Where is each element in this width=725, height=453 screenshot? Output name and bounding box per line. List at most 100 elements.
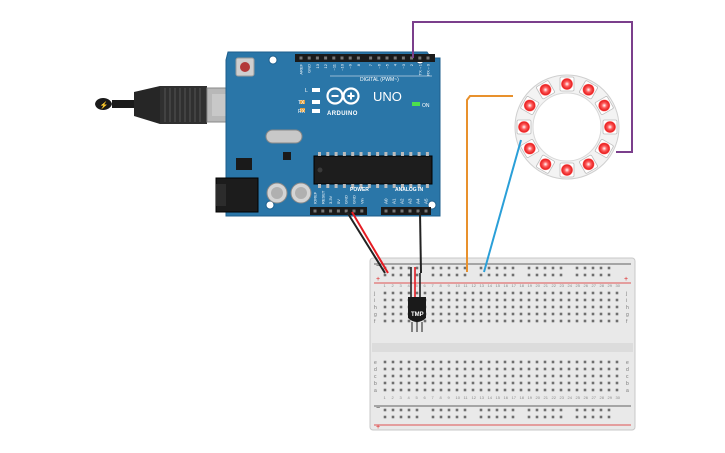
wire-blue[interactable] [483, 139, 522, 273]
breadboard-hole[interactable] [575, 291, 579, 295]
breadboard-hole[interactable] [383, 312, 387, 316]
breadboard-hole[interactable] [495, 381, 499, 385]
breadboard-hole[interactable] [487, 388, 491, 392]
rail-hole[interactable] [543, 408, 547, 412]
breadboard-hole[interactable] [415, 374, 419, 378]
breadboard-hole[interactable] [423, 367, 427, 371]
breadboard-hole[interactable] [407, 367, 411, 371]
breadboard-hole[interactable] [551, 291, 555, 295]
breadboard-hole[interactable] [511, 381, 515, 385]
rail-hole[interactable] [535, 266, 539, 270]
rail-hole[interactable] [439, 266, 443, 270]
digital-header[interactable] [295, 54, 435, 62]
breadboard-hole[interactable] [479, 298, 483, 302]
breadboard-hole[interactable] [487, 360, 491, 364]
breadboard-hole[interactable] [431, 319, 435, 323]
breadboard-hole[interactable] [599, 312, 603, 316]
breadboard-hole[interactable] [447, 388, 451, 392]
breadboard-hole[interactable] [487, 305, 491, 309]
breadboard-hole[interactable] [495, 291, 499, 295]
breadboard-hole[interactable] [431, 305, 435, 309]
rail-hole[interactable] [447, 415, 451, 419]
breadboard-hole[interactable] [543, 388, 547, 392]
breadboard-hole[interactable] [479, 305, 483, 309]
rail-hole[interactable] [551, 266, 555, 270]
breadboard-hole[interactable] [567, 374, 571, 378]
rail-hole[interactable] [607, 273, 611, 277]
rail-hole[interactable] [559, 273, 563, 277]
rail-hole[interactable] [447, 408, 451, 412]
breadboard-hole[interactable] [503, 305, 507, 309]
breadboard-hole[interactable] [463, 381, 467, 385]
breadboard-hole[interactable] [383, 367, 387, 371]
breadboard-hole[interactable] [607, 291, 611, 295]
breadboard-hole[interactable] [463, 312, 467, 316]
rail-hole[interactable] [383, 408, 387, 412]
breadboard-hole[interactable] [559, 312, 563, 316]
breadboard-hole[interactable] [527, 374, 531, 378]
breadboard-hole[interactable] [431, 312, 435, 316]
breadboard-hole[interactable] [583, 381, 587, 385]
rail-hole[interactable] [607, 408, 611, 412]
wire-purple[interactable] [412, 21, 633, 153]
rail-hole[interactable] [391, 273, 395, 277]
breadboard-hole[interactable] [519, 312, 523, 316]
breadboard-hole[interactable] [439, 298, 443, 302]
breadboard-hole[interactable] [471, 312, 475, 316]
rail-hole[interactable] [391, 415, 395, 419]
breadboard-hole[interactable] [599, 388, 603, 392]
breadboard-hole[interactable] [519, 381, 523, 385]
breadboard-hole[interactable] [551, 305, 555, 309]
breadboard-hole[interactable] [487, 312, 491, 316]
breadboard-hole[interactable] [407, 360, 411, 364]
breadboard-hole[interactable] [567, 367, 571, 371]
breadboard-hole[interactable] [407, 291, 411, 295]
wire-orange[interactable] [466, 95, 513, 272]
header-pin[interactable] [307, 56, 311, 60]
breadboard-hole[interactable] [383, 291, 387, 295]
breadboard-hole[interactable] [615, 291, 619, 295]
rail-hole[interactable] [391, 408, 395, 412]
reset-button-cap[interactable] [240, 62, 250, 72]
breadboard-hole[interactable] [535, 319, 539, 323]
breadboard-hole[interactable] [495, 319, 499, 323]
breadboard-hole[interactable] [447, 291, 451, 295]
breadboard-hole[interactable] [575, 388, 579, 392]
breadboard-hole[interactable] [519, 388, 523, 392]
breadboard-hole[interactable] [487, 291, 491, 295]
breadboard-hole[interactable] [535, 374, 539, 378]
header-pin[interactable] [299, 56, 303, 60]
breadboard-hole[interactable] [615, 367, 619, 371]
breadboard-hole[interactable] [463, 298, 467, 302]
rail-hole[interactable] [511, 408, 515, 412]
rail-hole[interactable] [511, 273, 515, 277]
header-pin[interactable] [340, 56, 344, 60]
breadboard-hole[interactable] [591, 291, 595, 295]
breadboard-hole[interactable] [399, 319, 403, 323]
rail-hole[interactable] [591, 408, 595, 412]
breadboard-hole[interactable] [535, 360, 539, 364]
rail-hole[interactable] [479, 273, 483, 277]
breadboard-hole[interactable] [471, 319, 475, 323]
breadboard-hole[interactable] [383, 388, 387, 392]
breadboard-hole[interactable] [439, 305, 443, 309]
breadboard-hole[interactable] [575, 367, 579, 371]
breadboard-hole[interactable] [535, 298, 539, 302]
breadboard-hole[interactable] [455, 312, 459, 316]
rail-hole[interactable] [431, 266, 435, 270]
rail-hole[interactable] [487, 273, 491, 277]
breadboard-hole[interactable] [455, 360, 459, 364]
breadboard-hole[interactable] [551, 360, 555, 364]
rail-hole[interactable] [495, 408, 499, 412]
breadboard-hole[interactable] [447, 381, 451, 385]
header-pin[interactable] [416, 209, 420, 213]
breadboard-hole[interactable] [543, 312, 547, 316]
breadboard-hole[interactable] [495, 367, 499, 371]
breadboard-hole[interactable] [495, 298, 499, 302]
breadboard-hole[interactable] [399, 374, 403, 378]
breadboard-hole[interactable] [583, 305, 587, 309]
rail-hole[interactable] [551, 415, 555, 419]
rail-hole[interactable] [463, 266, 467, 270]
breadboard-hole[interactable] [487, 319, 491, 323]
